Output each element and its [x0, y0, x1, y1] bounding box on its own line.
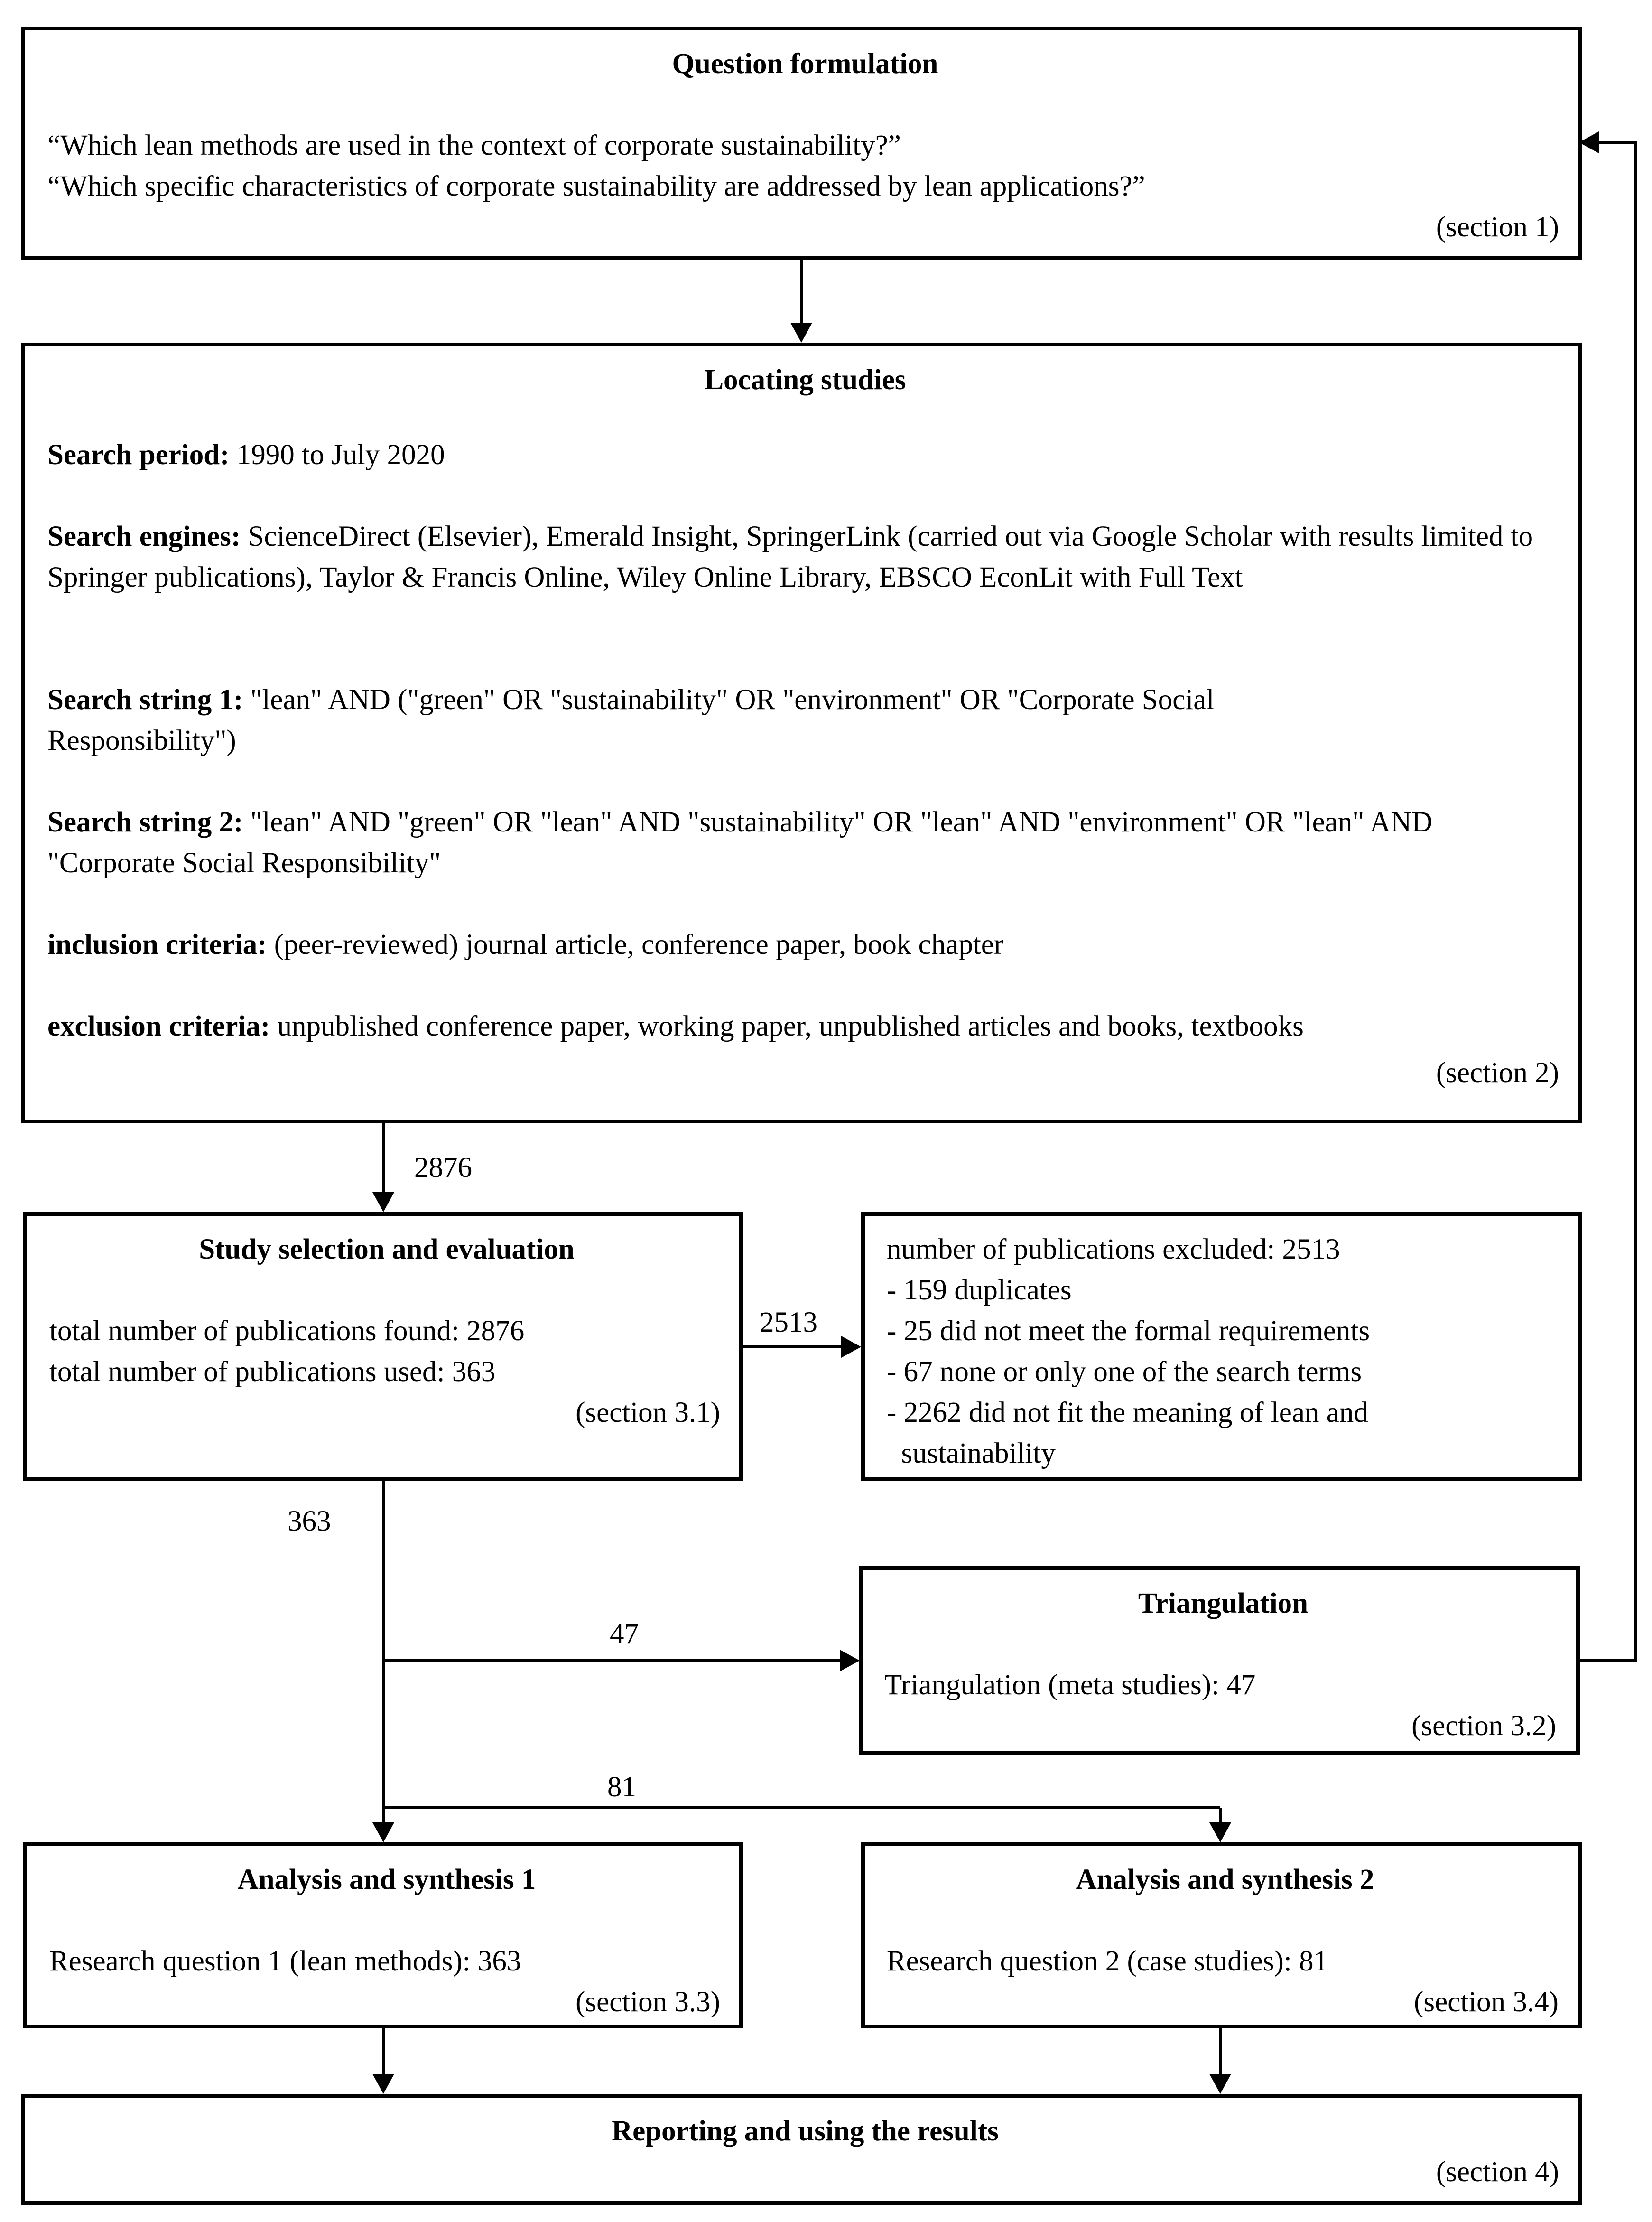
search-period-label: Search period: — [47, 439, 230, 471]
question-1: “Which lean methods are used in the cont… — [47, 130, 901, 161]
reporting-section: (section 4) — [1436, 2156, 1559, 2188]
analysis1-section: (section 3.3) — [575, 1986, 720, 2018]
inclusion-criteria-label: inclusion criteria: — [47, 929, 267, 961]
excluded-header: number of publications excluded: 2513 — [887, 1233, 1340, 1265]
locating-studies-box: Locating studies Search period: 1990 to … — [21, 343, 1582, 1123]
search-string-1-label: Search string 1: — [47, 684, 243, 716]
analysis2-title: Analysis and synthesis 2 — [1076, 1864, 1374, 1895]
locating-title: Locating studies — [704, 364, 906, 396]
arrowhead-analysis2 — [1209, 1822, 1231, 1842]
question-section: (section 1) — [1436, 211, 1559, 243]
question-title: Question formulation — [672, 48, 938, 80]
analysis1-title: Analysis and synthesis 1 — [237, 1864, 536, 1895]
search-string-2-value: "lean" AND "green" OR "lean" AND "sustai… — [47, 806, 1433, 879]
arrowhead-reporting-left — [372, 2074, 394, 2094]
exclusion-criteria-value: unpublished conference paper, working pa… — [270, 1010, 1304, 1042]
triangulation-title: Triangulation — [1138, 1587, 1309, 1619]
feedback-triangulation-to-question — [1580, 141, 1637, 1662]
search-string-1-value: "lean" AND ("green" OR "sustainability" … — [47, 684, 1215, 756]
analysis2-text: Research question 2 (case studies): 81 — [887, 1945, 1328, 1977]
reporting-box: Reporting and using the results (section… — [21, 2094, 1582, 2205]
arrowhead-analysis1 — [372, 1822, 394, 1842]
excluded-item-search-terms: - 67 none or only one of the search term… — [887, 1356, 1362, 1388]
selection-section: (section 3.1) — [575, 1397, 720, 1428]
search-string-2: Search string 2: "lean" AND "green" OR "… — [47, 802, 1556, 884]
search-engines: Search engines: ScienceDirect (Elsevier)… — [47, 516, 1556, 598]
search-engines-label: Search engines: — [47, 521, 241, 552]
selection-title: Study selection and evaluation — [199, 1233, 575, 1265]
excluded-item-formal: - 25 did not meet the formal requirement… — [887, 1315, 1370, 1347]
locating-section: (section 2) — [1436, 1057, 1559, 1089]
inclusion-criteria-value: (peer-reviewed) journal article, confere… — [267, 929, 1004, 961]
analysis-synthesis-1-box: Analysis and synthesis 1 Research questi… — [23, 1842, 743, 2028]
arrowhead-excluded — [841, 1336, 861, 1358]
exclusion-criteria-label: exclusion criteria: — [47, 1010, 270, 1042]
selection-used: total number of publications used: 363 — [49, 1356, 496, 1388]
excluded-item-meaning: - 2262 did not fit the meaning of lean a… — [887, 1397, 1368, 1428]
flow-label-2513: 2513 — [760, 1307, 817, 1338]
question-2: “Which specific characteristics of corpo… — [47, 170, 1145, 202]
search-period: Search period: 1990 to July 2020 — [47, 435, 1556, 476]
study-selection-box: Study selection and evaluation total num… — [23, 1212, 743, 1481]
question-formulation-box: Question formulation “Which lean methods… — [21, 27, 1582, 260]
arrowhead-reporting-right — [1209, 2074, 1231, 2094]
flow-label-363: 363 — [288, 1505, 331, 1537]
analysis2-section: (section 3.4) — [1414, 1986, 1559, 2018]
triangulation-section: (section 3.2) — [1411, 1710, 1556, 1742]
arrowhead-triangulation — [840, 1650, 860, 1671]
excluded-publications-box: number of publications excluded: 2513 - … — [861, 1212, 1582, 1481]
excluded-item-duplicates: - 159 duplicates — [887, 1274, 1072, 1306]
analysis1-text: Research question 1 (lean methods): 363 — [49, 1945, 521, 1977]
reporting-title: Reporting and using the results — [612, 2115, 999, 2147]
excluded-item-meaning-cont: sustainability — [887, 1438, 1056, 1469]
search-string-1: Search string 1: "lean" AND ("green" OR … — [47, 680, 1234, 761]
flow-label-2876: 2876 — [414, 1152, 472, 1184]
exclusion-criteria: exclusion criteria: unpublished conferen… — [47, 1006, 1556, 1047]
inclusion-criteria: inclusion criteria: (peer-reviewed) jour… — [47, 924, 1556, 965]
search-period-value: 1990 to July 2020 — [229, 439, 445, 471]
search-engines-value: ScienceDirect (Elsevier), Emerald Insigh… — [47, 521, 1533, 593]
arrowhead-question — [1579, 131, 1599, 153]
triangulation-box: Triangulation Triangulation (meta studie… — [859, 1566, 1580, 1755]
arrowhead-selection — [372, 1192, 394, 1212]
selection-found: total number of publications found: 2876 — [49, 1315, 525, 1347]
arrowhead-locating — [790, 323, 812, 343]
analysis-synthesis-2-box: Analysis and synthesis 2 Research questi… — [861, 1842, 1582, 2028]
flow-label-47: 47 — [610, 1618, 639, 1650]
search-string-2-label: Search string 2: — [47, 806, 243, 838]
triangulation-text: Triangulation (meta studies): 47 — [884, 1669, 1256, 1701]
flow-label-81: 81 — [607, 1771, 636, 1803]
